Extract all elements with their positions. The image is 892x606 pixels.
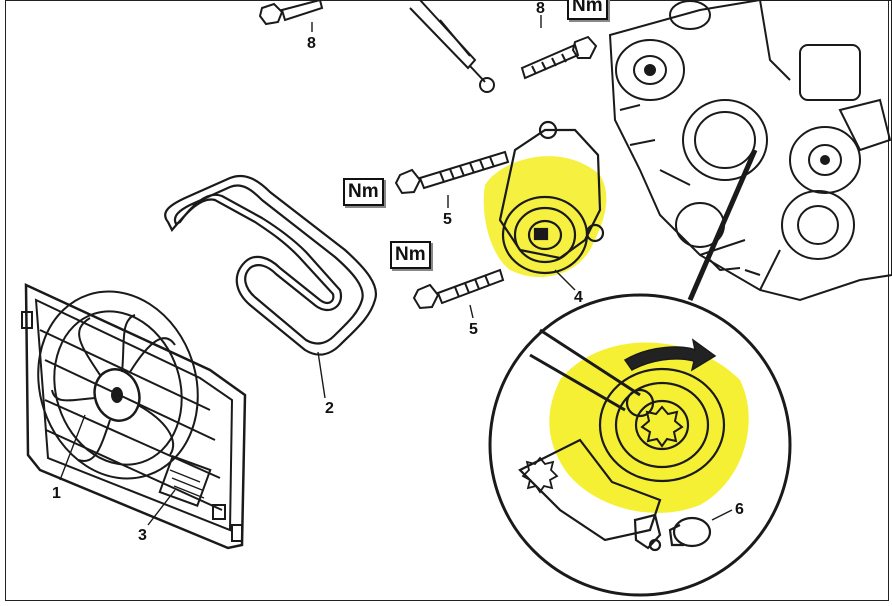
damper-rod: [409, 0, 495, 93]
callout-6: 6: [735, 501, 744, 518]
torque-symbol-icon: Nm: [343, 178, 384, 206]
rotation-arrow-icon: [623, 338, 717, 372]
detail-magnifier: [488, 149, 792, 597]
bolt-8-right: [520, 15, 598, 80]
torx-drive-icon: [521, 456, 559, 494]
callout-3: 3: [138, 527, 147, 544]
tensioner-highlight: [483, 156, 607, 278]
bolt-5-upper: [394, 150, 510, 208]
torque-symbol-icon: Nm: [567, 0, 608, 20]
belt-tensioner: [483, 120, 607, 291]
callout-8-right: 8: [536, 0, 545, 17]
poly-v-belt: [164, 174, 378, 399]
radiator-fan-assembly: [21, 283, 247, 550]
diagram-border: [5, 0, 889, 601]
callout-8-left: 8: [307, 35, 316, 52]
callout-5-upper: 5: [443, 211, 452, 228]
callout-5-lower: 5: [469, 321, 478, 338]
callout-2: 2: [325, 400, 334, 417]
callout-4: 4: [574, 289, 583, 306]
bolt-8-left: [258, 0, 324, 32]
engine-front-cover: [608, 0, 892, 302]
bolt-5-lower: [412, 268, 505, 319]
torque-symbol-icon: Nm: [390, 241, 431, 269]
torx-drive-icon: [640, 405, 684, 448]
callout-1: 1: [52, 485, 61, 502]
